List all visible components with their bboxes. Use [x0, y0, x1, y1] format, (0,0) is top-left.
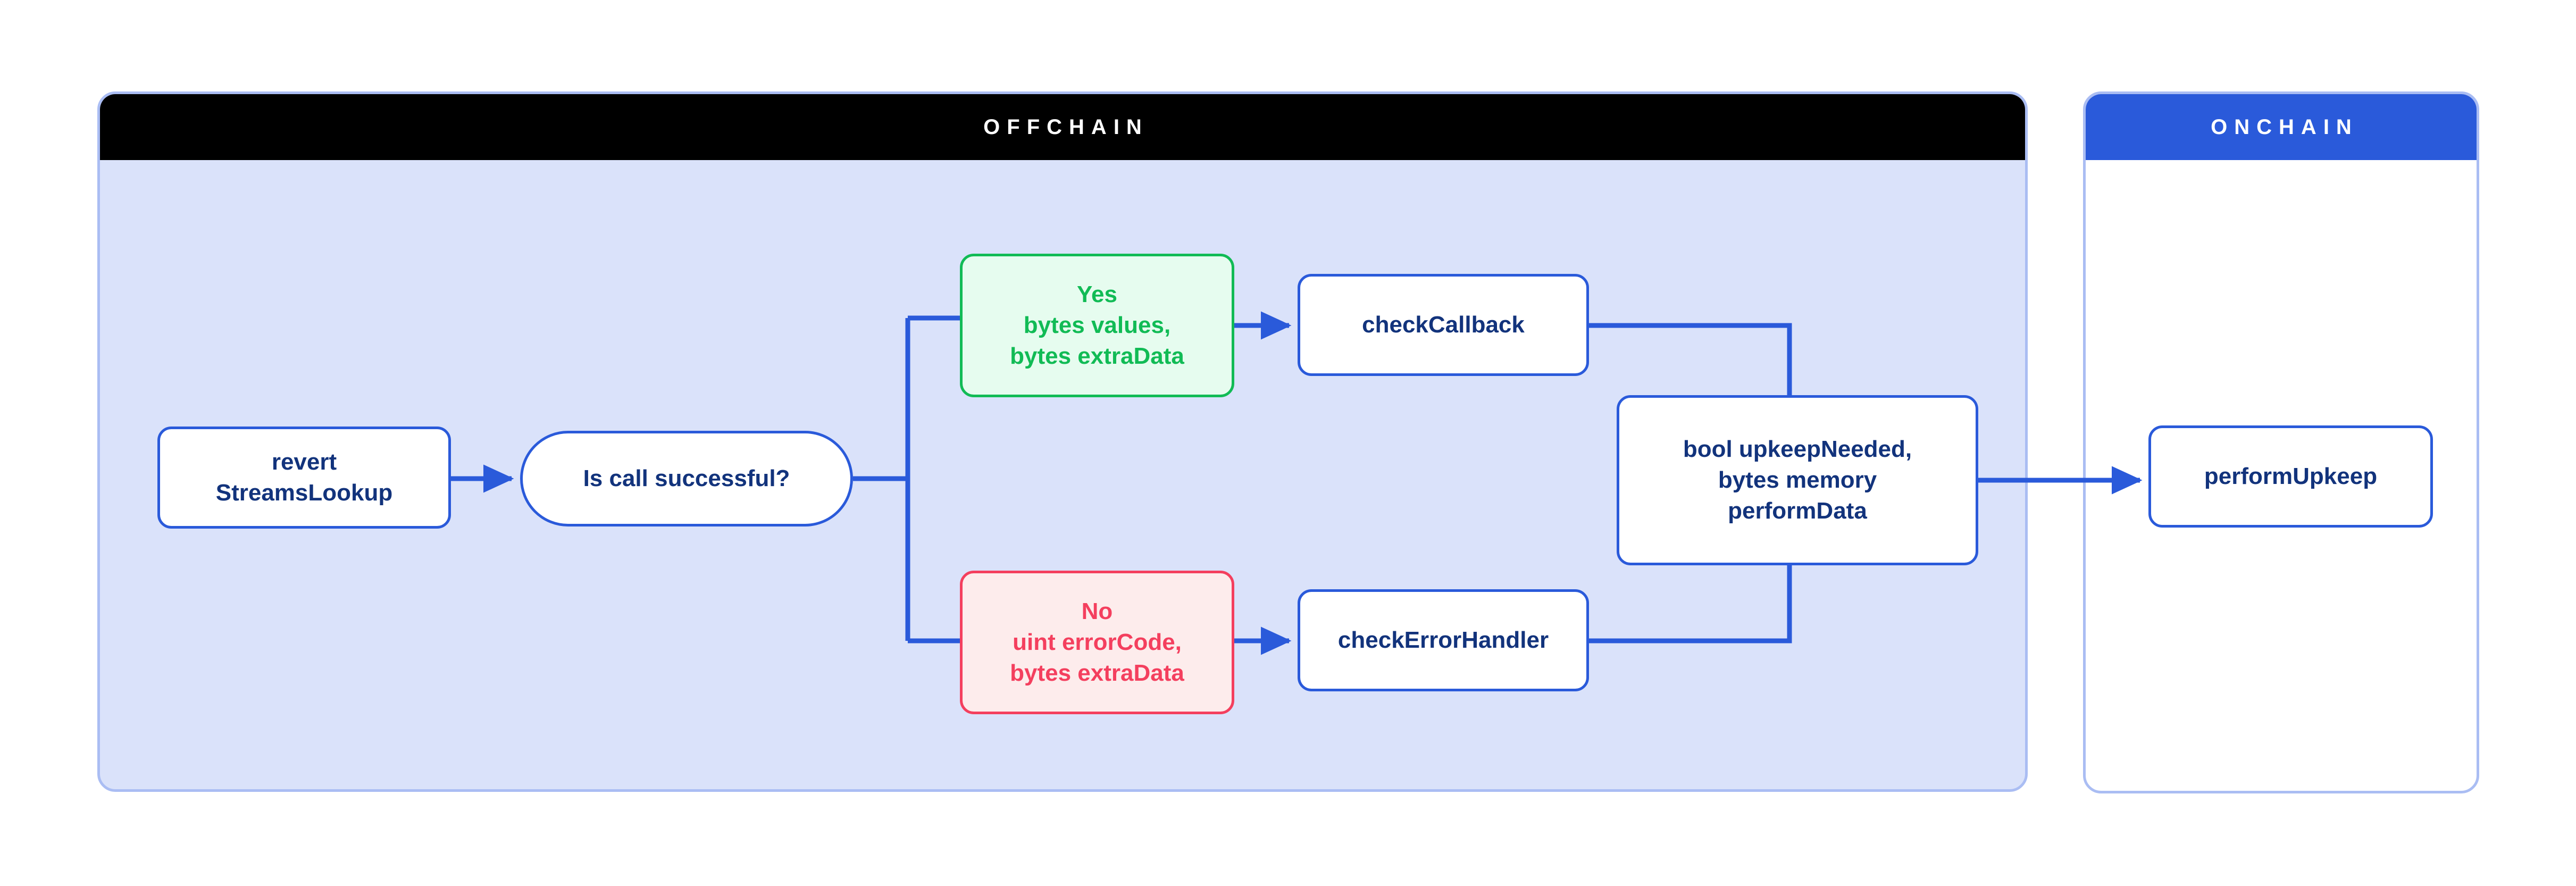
node-upkeep-line-1: bool upkeepNeeded, — [1683, 436, 1912, 462]
node-revert-streamslookup-text: revert StreamsLookup — [216, 447, 393, 508]
node-upkeep-line-3: performData — [1728, 498, 1867, 524]
offchain-panel-header: OFFCHAIN — [100, 94, 2025, 160]
node-revert-streamslookup[interactable]: revert StreamsLookup — [157, 427, 451, 529]
node-revert-line-2: StreamsLookup — [215, 480, 393, 506]
node-check-callback-label: checkCallback — [1362, 311, 1525, 338]
node-upkeep-line-2: bytes memory — [1718, 466, 1877, 493]
node-yes-line-2: bytes values, — [1023, 312, 1171, 338]
node-perform-upkeep[interactable]: performUpkeep — [2148, 425, 2433, 528]
node-no-line-1: No — [1081, 598, 1113, 624]
node-revert-line-1: revert — [271, 448, 337, 475]
node-upkeep-needed[interactable]: bool upkeepNeeded, bytes memory performD… — [1617, 395, 1978, 565]
onchain-panel-header: ONCHAIN — [2086, 94, 2477, 160]
node-no-line-2: uint errorCode, — [1013, 629, 1182, 655]
node-perform-upkeep-label: performUpkeep — [2204, 463, 2378, 489]
node-no-branch[interactable]: No uint errorCode, bytes extraData — [960, 571, 1234, 714]
node-is-call-successful-label: Is call successful? — [583, 465, 790, 491]
node-yes-branch-text: Yes bytes values, bytes extraData — [1010, 279, 1184, 372]
node-yes-line-1: Yes — [1077, 281, 1117, 307]
node-is-call-successful[interactable]: Is call successful? — [520, 431, 853, 526]
node-check-callback[interactable]: checkCallback — [1298, 274, 1589, 376]
node-no-branch-text: No uint errorCode, bytes extraData — [1010, 596, 1184, 689]
node-yes-branch[interactable]: Yes bytes values, bytes extraData — [960, 254, 1234, 397]
node-no-line-3: bytes extraData — [1010, 660, 1184, 687]
node-check-error-handler[interactable]: checkErrorHandler — [1298, 589, 1589, 691]
node-yes-line-3: bytes extraData — [1010, 343, 1184, 370]
node-upkeep-needed-text: bool upkeepNeeded, bytes memory performD… — [1683, 434, 1912, 526]
node-check-error-handler-label: checkErrorHandler — [1337, 626, 1549, 653]
